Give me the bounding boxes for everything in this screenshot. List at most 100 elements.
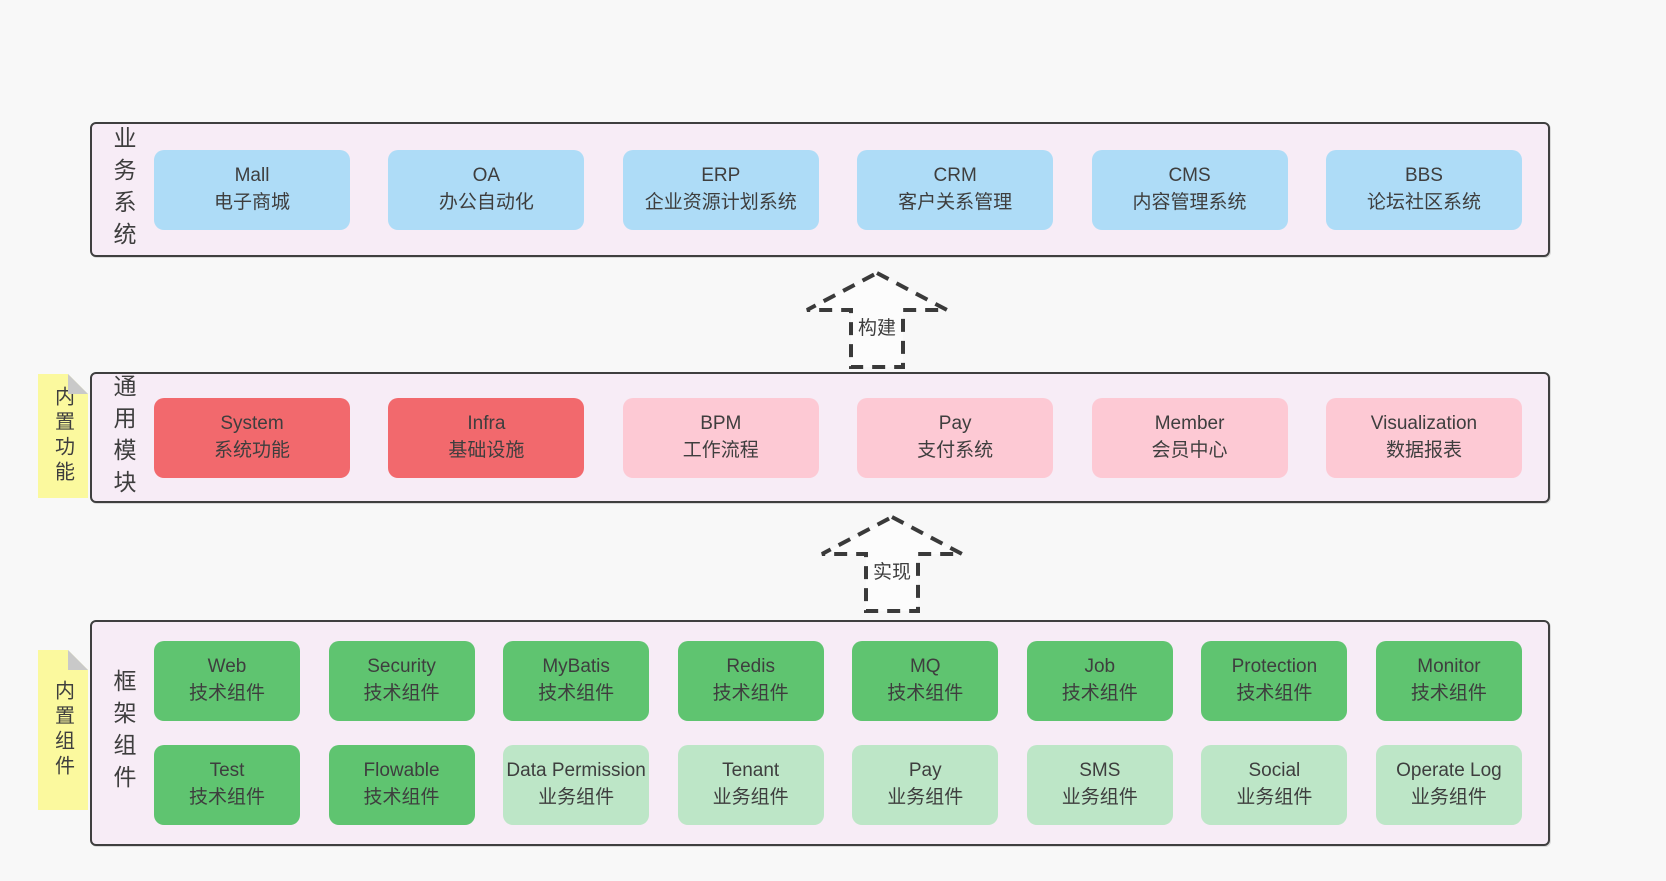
box-subtitle: 技术组件 [363, 683, 440, 704]
components-row-2: Test 技术组件 Flowable 技术组件 Data Permission … [154, 745, 1522, 825]
box-subtitle: 业务组件 [1410, 787, 1487, 808]
box-subtitle: 技术组件 [188, 683, 265, 704]
box-subtitle: 工作流程 [682, 439, 759, 461]
box-member: Member 会员中心 [1091, 397, 1288, 478]
box-social: Social 业务组件 [1201, 745, 1348, 825]
box-bbs: BBS 论坛社区系统 [1325, 149, 1522, 230]
panel-framework-components: 框架组件 Web 技术组件 Security 技术组件 MyBatis 技术组件… [90, 620, 1550, 846]
box-title: BPM [700, 412, 742, 434]
box-redis: Redis 技术组件 [677, 641, 824, 721]
business-box-row: Mall 电子商城 OA 办公自动化 ERP 企业资源计划系统 CRM 客户关系… [154, 149, 1548, 230]
components-row-1: Web 技术组件 Security 技术组件 MyBatis 技术组件 Redi… [154, 641, 1522, 721]
box-flowable: Flowable 技术组件 [328, 745, 475, 825]
arrow-build-label: 构建 [854, 312, 900, 341]
box-infra: Infra 基础设施 [388, 397, 585, 478]
box-title: Security [367, 656, 436, 678]
box-title: Tenant [722, 760, 780, 782]
box-operate-log: Operate Log 业务组件 [1375, 745, 1522, 825]
box-subtitle: 内容管理系统 [1132, 191, 1247, 213]
box-subtitle: 业务组件 [1061, 787, 1138, 808]
panel-label-business: 业务系统 [92, 126, 154, 254]
box-mq: MQ 技术组件 [852, 641, 999, 721]
box-subtitle: 业务组件 [1236, 787, 1313, 808]
box-security: Security 技术组件 [328, 641, 475, 721]
box-mybatis: MyBatis 技术组件 [503, 641, 650, 721]
box-title: Data Permission [506, 760, 646, 782]
box-title: Protection [1231, 656, 1318, 678]
box-visualization: Visualization 数据报表 [1325, 397, 1522, 478]
box-pay-module: Pay 支付系统 [857, 397, 1054, 478]
box-subtitle: 企业资源计划系统 [644, 191, 797, 213]
box-subtitle: 业务组件 [712, 787, 789, 808]
panel-label-modules: 通用模块 [92, 374, 154, 502]
box-test: Test 技术组件 [154, 745, 300, 825]
box-subtitle: 客户关系管理 [898, 191, 1013, 213]
sticky-label: 内置组件 [51, 680, 74, 780]
box-title: Pay [938, 412, 972, 434]
box-pay-component: Pay 业务组件 [852, 745, 999, 825]
box-title: BBS [1404, 164, 1443, 186]
box-subtitle: 电子商城 [213, 191, 290, 213]
box-title: Job [1084, 656, 1116, 678]
box-subtitle: 业务组件 [887, 787, 964, 808]
box-title: Flowable [363, 760, 440, 782]
box-subtitle: 业务组件 [538, 787, 615, 808]
box-web: Web 技术组件 [154, 641, 300, 721]
box-job: Job 技术组件 [1026, 641, 1173, 721]
arrow-up-implement: 实现 [819, 514, 965, 614]
box-title: Visualization [1370, 412, 1478, 434]
box-title: MyBatis [542, 656, 610, 678]
box-cms: CMS 内容管理系统 [1091, 149, 1288, 230]
arrow-up-build: 构建 [804, 270, 950, 370]
panel-business-systems: 业务系统 Mall 电子商城 OA 办公自动化 ERP 企业资源计划系统 CRM… [90, 122, 1550, 257]
arrow-implement-label: 实现 [869, 556, 915, 585]
sticky-note-built-in-functions: 内置功能 [38, 374, 88, 498]
box-system: System 系统功能 [154, 397, 350, 478]
box-oa: OA 办公自动化 [388, 149, 585, 230]
box-mall: Mall 电子商城 [154, 149, 350, 230]
box-title: OA [472, 164, 501, 186]
box-title: MQ [909, 656, 941, 678]
box-subtitle: 办公自动化 [438, 191, 534, 213]
panel-label-text: 框架组件 [110, 669, 136, 797]
sticky-label: 内置功能 [51, 386, 74, 486]
components-box-grid: Web 技术组件 Security 技术组件 MyBatis 技术组件 Redi… [154, 641, 1548, 825]
box-protection: Protection 技术组件 [1201, 641, 1348, 721]
box-subtitle: 技术组件 [188, 787, 265, 808]
box-title: ERP [701, 164, 741, 186]
box-title: Infra [467, 412, 506, 434]
box-subtitle: 论坛社区系统 [1366, 191, 1481, 213]
box-subtitle: 数据报表 [1385, 439, 1462, 461]
box-subtitle: 技术组件 [1410, 683, 1487, 704]
box-subtitle: 支付系统 [917, 439, 994, 461]
box-title: Social [1248, 760, 1301, 782]
box-title: CMS [1168, 164, 1211, 186]
box-erp: ERP 企业资源计划系统 [622, 149, 819, 230]
box-title: Web [207, 656, 247, 678]
box-subtitle: 系统功能 [213, 439, 290, 461]
box-subtitle: 技术组件 [712, 683, 789, 704]
box-title: CRM [933, 164, 977, 186]
box-title: Member [1154, 412, 1225, 434]
box-subtitle: 技术组件 [363, 787, 440, 808]
box-title: Operate Log [1396, 760, 1502, 782]
box-tenant: Tenant 业务组件 [677, 745, 824, 825]
box-subtitle: 基础设施 [448, 439, 525, 461]
panel-common-modules: 通用模块 System 系统功能 Infra 基础设施 BPM 工作流程 Pay… [90, 372, 1550, 503]
box-sms: SMS 业务组件 [1026, 745, 1173, 825]
box-title: Redis [726, 656, 775, 678]
box-title: Monitor [1417, 656, 1481, 678]
box-title: Test [209, 760, 245, 782]
box-title: Pay [908, 760, 942, 782]
box-bpm: BPM 工作流程 [622, 397, 819, 478]
box-crm: CRM 客户关系管理 [857, 149, 1054, 230]
box-subtitle: 技术组件 [1061, 683, 1138, 704]
box-subtitle: 会员中心 [1151, 439, 1228, 461]
box-title: Mall [234, 164, 270, 186]
box-subtitle: 技术组件 [538, 683, 615, 704]
box-subtitle: 技术组件 [887, 683, 964, 704]
panel-label-components: 框架组件 [92, 669, 154, 797]
box-title: SMS [1079, 760, 1121, 782]
box-title: System [220, 412, 284, 434]
panel-label-text: 通用模块 [110, 373, 136, 502]
